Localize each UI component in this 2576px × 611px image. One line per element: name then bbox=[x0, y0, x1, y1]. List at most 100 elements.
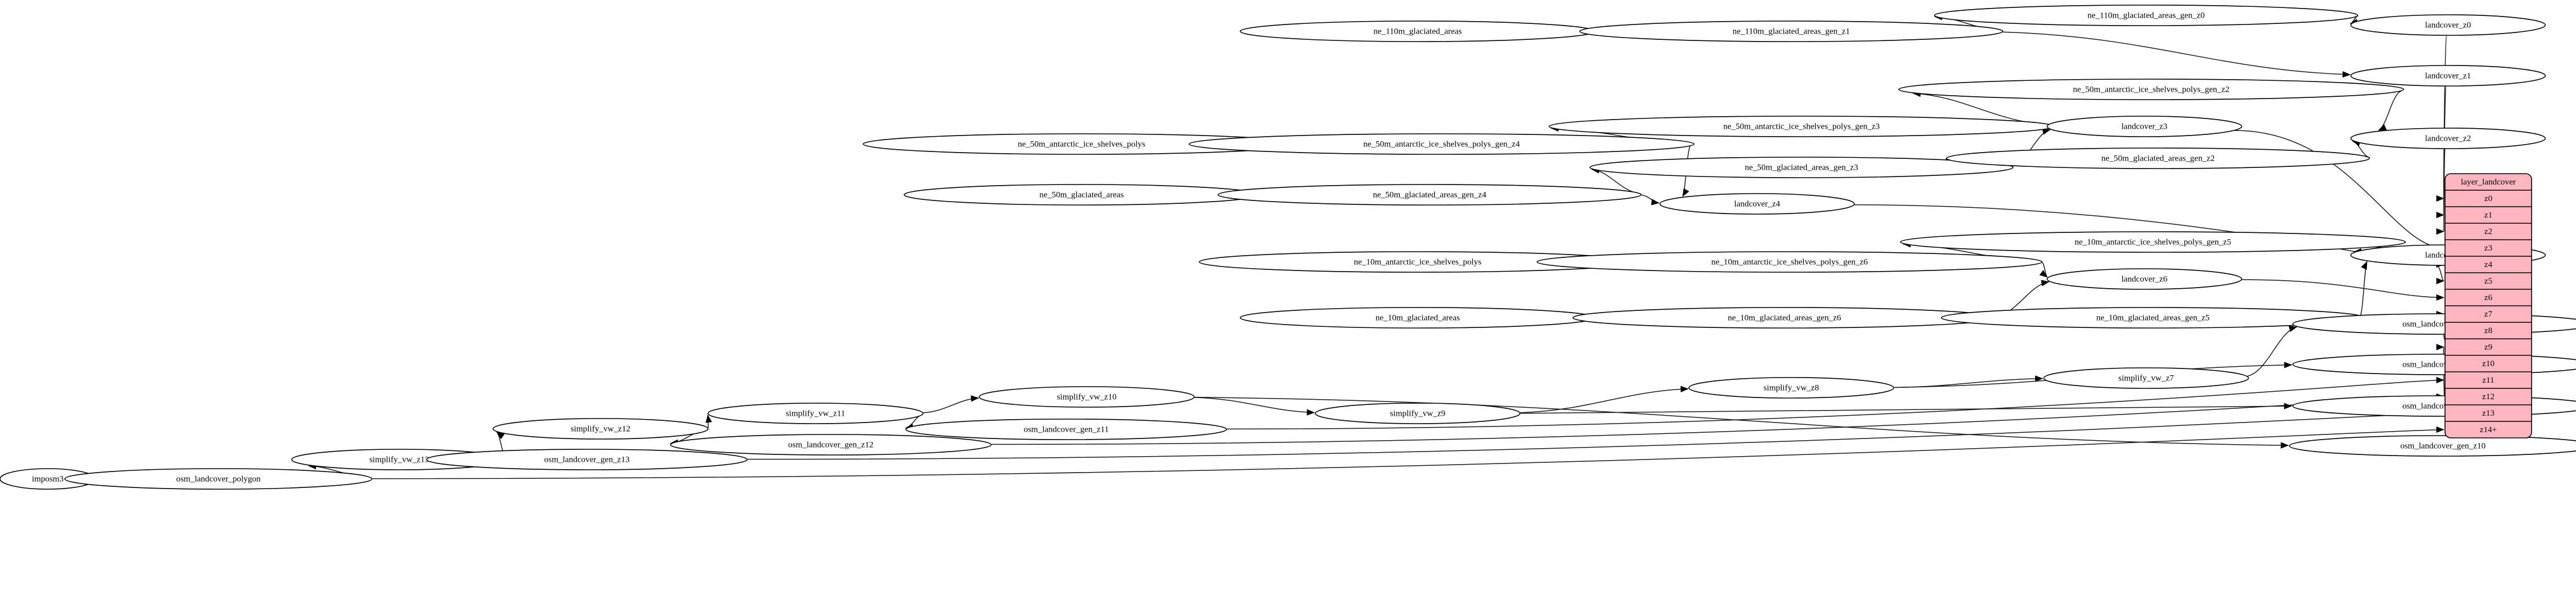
record-row-z1[interactable]: z1 bbox=[2484, 211, 2492, 220]
arrowhead-icon bbox=[2436, 294, 2444, 301]
node-ellipse bbox=[1579, 20, 2004, 42]
graph-node-ne_50m_antarctic_ice_shelves_polys_gen_z2[interactable]: ne_50m_antarctic_ice_shelves_polys_gen_z… bbox=[1898, 79, 2405, 100]
graph-node-osm_landcover_gen_z11[interactable]: osm_landcover_gen_z11 bbox=[905, 419, 1227, 440]
record-row-z8[interactable]: z8 bbox=[2484, 326, 2492, 335]
arrowhead-icon bbox=[2284, 362, 2292, 368]
record-table-layer: layer_landcover z0 z1 z2 z3 z4 z5 z6 z7 z8 z9 z10 z1… bbox=[2444, 173, 2532, 438]
graph-node-ne_10m_antarctic_ice_shelves_polys_gen_z5[interactable]: ne_10m_antarctic_ice_shelves_polys_gen_z… bbox=[1900, 231, 2406, 253]
edge-simplify_vw_z7-to-osm_landcover_gen_z7 bbox=[2247, 326, 2297, 377]
record-row-z11[interactable]: z11 bbox=[2482, 376, 2494, 385]
graph-node-ne_10m_antarctic_ice_shelves_polys_gen_z6[interactable]: ne_10m_antarctic_ice_shelves_polys_gen_z… bbox=[1536, 251, 2043, 273]
edge-simplify_vw_z9-to-simplify_vw_z8 bbox=[1520, 388, 1688, 413]
edge-osm_landcover_gen_z13-to-layer_landcover_z13 bbox=[748, 412, 2444, 460]
arrowhead-icon bbox=[2039, 270, 2048, 278]
graph-node-osm_landcover_gen_z8[interactable]: osm_landcover_gen_z8 bbox=[2292, 354, 2576, 375]
edge-simplify_vw_z10-to-simplify_vw_z9 bbox=[1194, 397, 1315, 413]
arrowhead-icon bbox=[2342, 71, 2351, 78]
graph-node-osm_landcover_gen_z13[interactable]: osm_landcover_gen_z13 bbox=[426, 449, 748, 470]
graph-node-ne_50m_glaciated_areas_gen_z4[interactable]: ne_50m_glaciated_areas_gen_z4 bbox=[1217, 184, 1642, 206]
record-row-z9[interactable]: z9 bbox=[2484, 343, 2492, 352]
record-row-z10[interactable]: z10 bbox=[2482, 359, 2495, 368]
node-ellipse bbox=[2350, 128, 2546, 149]
graph-node-ne_110m_glaciated_areas[interactable]: ne_110m_glaciated_areas bbox=[1240, 20, 1596, 42]
record-row-z6[interactable]: z6 bbox=[2484, 293, 2493, 302]
node-ellipse bbox=[1946, 147, 2370, 169]
arrowhead-icon bbox=[2436, 277, 2444, 285]
node-ellipse bbox=[2288, 435, 2576, 457]
graph-node-osm_landcover_gen_z12[interactable]: osm_landcover_gen_z12 bbox=[670, 434, 992, 456]
node-ellipse bbox=[2046, 116, 2242, 137]
arrowhead-icon bbox=[1680, 386, 1689, 392]
node-ellipse bbox=[1188, 133, 1695, 155]
graph-node-ne_110m_glaciated_areas_gen_z1[interactable]: ne_110m_glaciated_areas_gen_z1 bbox=[1579, 20, 2004, 42]
record-row-z3[interactable]: z3 bbox=[2484, 244, 2492, 253]
graph-node-landcover_z2[interactable]: landcover_z2 bbox=[2350, 128, 2546, 149]
edge-landcover_z2-to-layer_landcover_z2 bbox=[2443, 149, 2446, 232]
node-ellipse bbox=[904, 184, 1260, 206]
node-ellipse bbox=[1315, 403, 1521, 424]
node-ellipse bbox=[905, 419, 1227, 440]
record-row-z4[interactable]: z4 bbox=[2484, 260, 2493, 269]
graph-node-landcover_z3[interactable]: landcover_z3 bbox=[2046, 116, 2242, 137]
graph-node-ne_50m_glaciated_areas[interactable]: ne_50m_glaciated_areas bbox=[904, 184, 1260, 206]
node-ellipse bbox=[2292, 395, 2576, 417]
node-ellipse bbox=[493, 418, 709, 440]
graph-node-simplify_vw_z11[interactable]: simplify_vw_z11 bbox=[707, 403, 924, 424]
arrowhead-icon bbox=[705, 414, 712, 423]
record-row-z5[interactable]: z5 bbox=[2484, 277, 2492, 286]
node-ellipse bbox=[1240, 307, 1596, 329]
graph-node-ne_10m_glaciated_areas[interactable]: ne_10m_glaciated_areas bbox=[1240, 307, 1596, 329]
node-ellipse bbox=[1688, 377, 1894, 399]
edge-osm_landcover_gen_z11-to-layer_landcover_z11 bbox=[1227, 379, 2444, 430]
arrowhead-icon bbox=[2034, 375, 2044, 382]
graph-node-ne_50m_antarctic_ice_shelves_polys_gen_z4[interactable]: ne_50m_antarctic_ice_shelves_polys_gen_z… bbox=[1188, 133, 1695, 155]
arrowhead-icon bbox=[496, 432, 505, 440]
arrowhead-icon bbox=[2436, 426, 2444, 433]
edge-landcover_z6-to-layer_landcover_z6 bbox=[2242, 279, 2444, 298]
node-ellipse bbox=[1900, 231, 2406, 253]
edge-ne_110m_glaciated_areas_gen_z1-to-landcover_z1 bbox=[2003, 31, 2351, 75]
graph-node-simplify_vw_z12[interactable]: simplify_vw_z12 bbox=[493, 418, 709, 440]
graph-node-landcover_z1[interactable]: landcover_z1 bbox=[2350, 65, 2546, 87]
graph-node-ne_110m_glaciated_areas_gen_z0[interactable]: ne_110m_glaciated_areas_gen_z0 bbox=[1934, 5, 2358, 26]
graph-node-landcover_z6[interactable]: landcover_z6 bbox=[2046, 268, 2242, 290]
node-ellipse bbox=[978, 386, 1195, 408]
arrowhead-icon bbox=[2361, 261, 2368, 270]
arrowhead-icon bbox=[2436, 211, 2444, 219]
graph-node-ne_50m_antarctic_ice_shelves_polys_gen_z3[interactable]: ne_50m_antarctic_ice_shelves_polys_gen_z… bbox=[1548, 116, 2055, 137]
edge-landcover_z5-to-layer_landcover_z5 bbox=[2436, 265, 2444, 282]
arrowhead-icon bbox=[1682, 188, 1689, 197]
node-ellipse bbox=[1217, 184, 1642, 206]
record-row-z7[interactable]: z7 bbox=[2484, 310, 2493, 319]
record-row-z0[interactable]: z0 bbox=[2484, 194, 2492, 203]
record-row-z14plus[interactable]: z14+ bbox=[2480, 425, 2497, 434]
graph-node-osm_landcover_gen_z9[interactable]: osm_landcover_gen_z9 bbox=[2292, 395, 2576, 417]
node-ellipse bbox=[2043, 367, 2249, 389]
edge-simplify_vw_z11-to-simplify_vw_z10 bbox=[923, 397, 979, 413]
node-ellipse bbox=[707, 403, 924, 424]
arrowhead-icon bbox=[2280, 442, 2289, 449]
edge-landcover_z3-to-layer_landcover_z3 bbox=[2235, 130, 2444, 249]
graph-node-osm_landcover_gen_z7[interactable]: osm_landcover_gen_z7 bbox=[2292, 313, 2576, 335]
graph-node-simplify_vw_z7[interactable]: simplify_vw_z7 bbox=[2043, 367, 2249, 389]
graph-node-landcover_z4[interactable]: landcover_z4 bbox=[1659, 193, 1855, 215]
graph-node-ne_10m_glaciated_areas_gen_z6[interactable]: ne_10m_glaciated_areas_gen_z6 bbox=[1572, 307, 1997, 329]
edge-simplify_vw_z10-to-osm_landcover_gen_z10 bbox=[1195, 396, 2288, 446]
node-ellipse bbox=[2292, 354, 2576, 375]
graph-node-simplify_vw_z10[interactable]: simplify_vw_z10 bbox=[978, 386, 1195, 408]
graph-node-simplify_vw_z8[interactable]: simplify_vw_z8 bbox=[1688, 377, 1894, 399]
graph-node-ne_50m_glaciated_areas_gen_z2[interactable]: ne_50m_glaciated_areas_gen_z2 bbox=[1946, 147, 2370, 169]
graph-node-osm_landcover_gen_z10[interactable]: osm_landcover_gen_z10 bbox=[2288, 435, 2576, 457]
record-row-z12[interactable]: z12 bbox=[2482, 392, 2495, 401]
graph-node-osm_landcover_polygon[interactable]: osm_landcover_polygon bbox=[64, 468, 372, 490]
record-title: layer_landcover bbox=[2461, 178, 2516, 187]
record-row-z13[interactable]: z13 bbox=[2482, 409, 2495, 418]
record-row-z2[interactable]: z2 bbox=[2484, 227, 2492, 236]
graph-node-simplify_vw_z9[interactable]: simplify_vw_z9 bbox=[1315, 403, 1521, 424]
edge-osm_landcover_polygon-to-layer_landcover_z14_ bbox=[372, 429, 2444, 479]
graph-node-landcover_z0[interactable]: landcover_z0 bbox=[2350, 14, 2546, 36]
node-ellipse bbox=[2350, 14, 2546, 36]
record-outline bbox=[2444, 173, 2532, 438]
